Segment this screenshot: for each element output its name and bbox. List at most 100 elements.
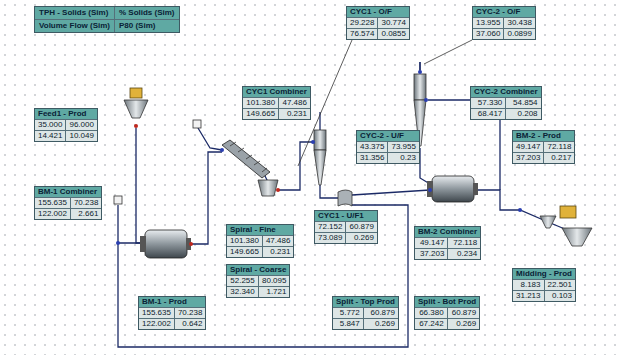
stream-name: Split - Top Prod	[333, 297, 398, 307]
stream-value: 0.269	[346, 233, 376, 243]
feed-hopper	[124, 88, 148, 128]
stream-value: 32.340	[227, 287, 258, 297]
stream-value: 60.879	[364, 308, 398, 318]
stream-value: 47.486	[279, 98, 310, 108]
stream-data-box: BM-1 Combiner155.63570.238122.0022.661	[34, 186, 102, 220]
stream-data-box: CYC1 - U/F172.15260.87973.0890.269	[314, 210, 378, 244]
stream-value: 31.213	[513, 291, 544, 301]
stream-value: 155.635	[35, 198, 70, 208]
stream-value: 57.330	[471, 98, 505, 108]
stream-name: Split - Bot Prod	[415, 297, 479, 307]
stream-value: 37.203	[513, 153, 543, 163]
ball-mill-2	[427, 176, 478, 202]
stream-name: BM-1 - Prod	[139, 297, 205, 307]
stream-value: 43.375	[357, 142, 387, 152]
stream-name: BM-2 - Prod	[513, 131, 574, 141]
stream-data-box: Midding - Prod8.18322.50131.2130.103	[512, 268, 576, 302]
stream-value: 10.049	[66, 131, 96, 141]
leader-lines	[298, 40, 472, 166]
cyclone-1	[311, 130, 326, 185]
stream-data-box: CYC1 - O/F29.22830.77476.5740.0855	[346, 6, 410, 40]
stream-name: BM-2 Combiner	[415, 227, 480, 237]
stream-name: Midding - Prod	[513, 269, 575, 279]
stream-value: 96.000	[66, 120, 96, 130]
stream-value: 54.854	[506, 98, 540, 108]
stream-data-box: CYC-2 Combiner57.33054.85468.4170.208	[470, 86, 542, 120]
key-label: % Solids (Sim)	[115, 7, 179, 19]
stream-value: 2.661	[71, 209, 101, 219]
key-label: Volume Flow (Sim)	[35, 20, 114, 32]
stream-data-box: CYC1 Combiner101.38047.486149.6650.231	[242, 86, 311, 120]
stream-value: 70.238	[71, 198, 101, 208]
stream-value: 60.879	[448, 308, 480, 318]
stream-value: 149.665	[227, 247, 262, 257]
stream-value: 0.231	[263, 247, 293, 257]
stream-data-box: Split - Top Prod5.77260.8795.8470.269	[332, 296, 399, 330]
stream-value: 0.642	[175, 319, 205, 329]
stream-value: 0.234	[448, 249, 480, 259]
stream-value: 76.574	[347, 29, 377, 39]
stream-value: 101.380	[227, 236, 262, 246]
stream-value: 101.380	[243, 98, 278, 108]
stream-value: 22.501	[545, 280, 576, 290]
stream-value: 0.269	[364, 319, 398, 329]
stream-value: 155.635	[139, 308, 174, 318]
stream-value: 60.879	[346, 222, 376, 232]
stream-name: CYC-2 - O/F	[473, 7, 535, 17]
key-box: TPH - Solids (Sim)% Solids (Sim)Volume F…	[34, 6, 180, 33]
stream-value: 72.118	[448, 238, 480, 248]
pump-sump	[258, 180, 280, 196]
stream-data-box: Spiral - Fine101.38047.486149.6650.231	[226, 224, 294, 258]
ball-mill-1	[140, 230, 193, 258]
stream-name: Spiral - Coarse	[227, 265, 289, 275]
stream-data-box: BM-2 Combiner49.14772.11837.2030.234	[414, 226, 481, 260]
feeder-icons	[114, 120, 201, 245]
stream-data-box: Feed1 - Prod35.00096.00014.42110.049	[34, 108, 98, 142]
stream-value: 30.774	[378, 18, 408, 28]
key-label: TPH - Solids (Sim)	[35, 7, 114, 19]
stream-value: 73.955	[388, 142, 418, 152]
stream-name: BM-1 Combiner	[35, 187, 101, 197]
stream-value: 68.417	[471, 109, 505, 119]
stream-value: 1.721	[259, 287, 290, 297]
stream-name: Feed1 - Prod	[35, 109, 97, 119]
stream-value: 47.486	[263, 236, 293, 246]
stream-value: 5.847	[333, 319, 363, 329]
stream-data-box: BM-1 - Prod155.63570.238122.0020.642	[138, 296, 206, 330]
stream-value: 0.208	[506, 109, 540, 119]
stream-value: 70.238	[175, 308, 205, 318]
stream-value: 29.228	[347, 18, 377, 28]
stream-value: 5.772	[333, 308, 363, 318]
stream-value: 72.152	[315, 222, 345, 232]
stream-value: 52.255	[227, 276, 258, 286]
stream-name: CYC1 Combiner	[243, 87, 310, 97]
stream-value: 49.147	[415, 238, 447, 248]
stream-value: 0.217	[544, 153, 574, 163]
stream-value: 35.000	[35, 120, 65, 130]
stream-name: Spiral - Fine	[227, 225, 293, 235]
stream-value: 0.23	[388, 153, 418, 163]
stream-value: 8.183	[513, 280, 544, 290]
stream-data-box: CYC-2 - U/F43.37573.95531.3560.23	[356, 130, 420, 164]
stream-value: 49.147	[513, 142, 543, 152]
stream-value: 0.0899	[504, 29, 534, 39]
stream-value: 122.002	[35, 209, 70, 219]
stream-value: 37.203	[415, 249, 447, 259]
stream-value: 0.269	[448, 319, 480, 329]
stream-name: CYC-2 Combiner	[471, 87, 541, 97]
middling-hoppers	[518, 206, 592, 246]
stream-name: CYC1 - U/F1	[315, 211, 377, 221]
stream-value: 122.002	[139, 319, 174, 329]
stream-data-box: BM-2 - Prod49.14772.11837.2030.217	[512, 130, 575, 164]
flow-lines	[118, 62, 572, 347]
stream-data-box: Split - Bot Prod66.38060.87967.2420.269	[414, 296, 480, 330]
stream-value: 66.380	[415, 308, 447, 318]
stream-value: 37.060	[473, 29, 503, 39]
stream-value: 30.438	[504, 18, 534, 28]
stream-data-box: CYC-2 - O/F13.95530.43837.0600.0899	[472, 6, 536, 40]
spiral-classifier	[220, 140, 270, 178]
stream-name: CYC-2 - U/F	[357, 131, 419, 141]
stream-value: 14.421	[35, 131, 65, 141]
stream-value: 0.103	[545, 291, 576, 301]
